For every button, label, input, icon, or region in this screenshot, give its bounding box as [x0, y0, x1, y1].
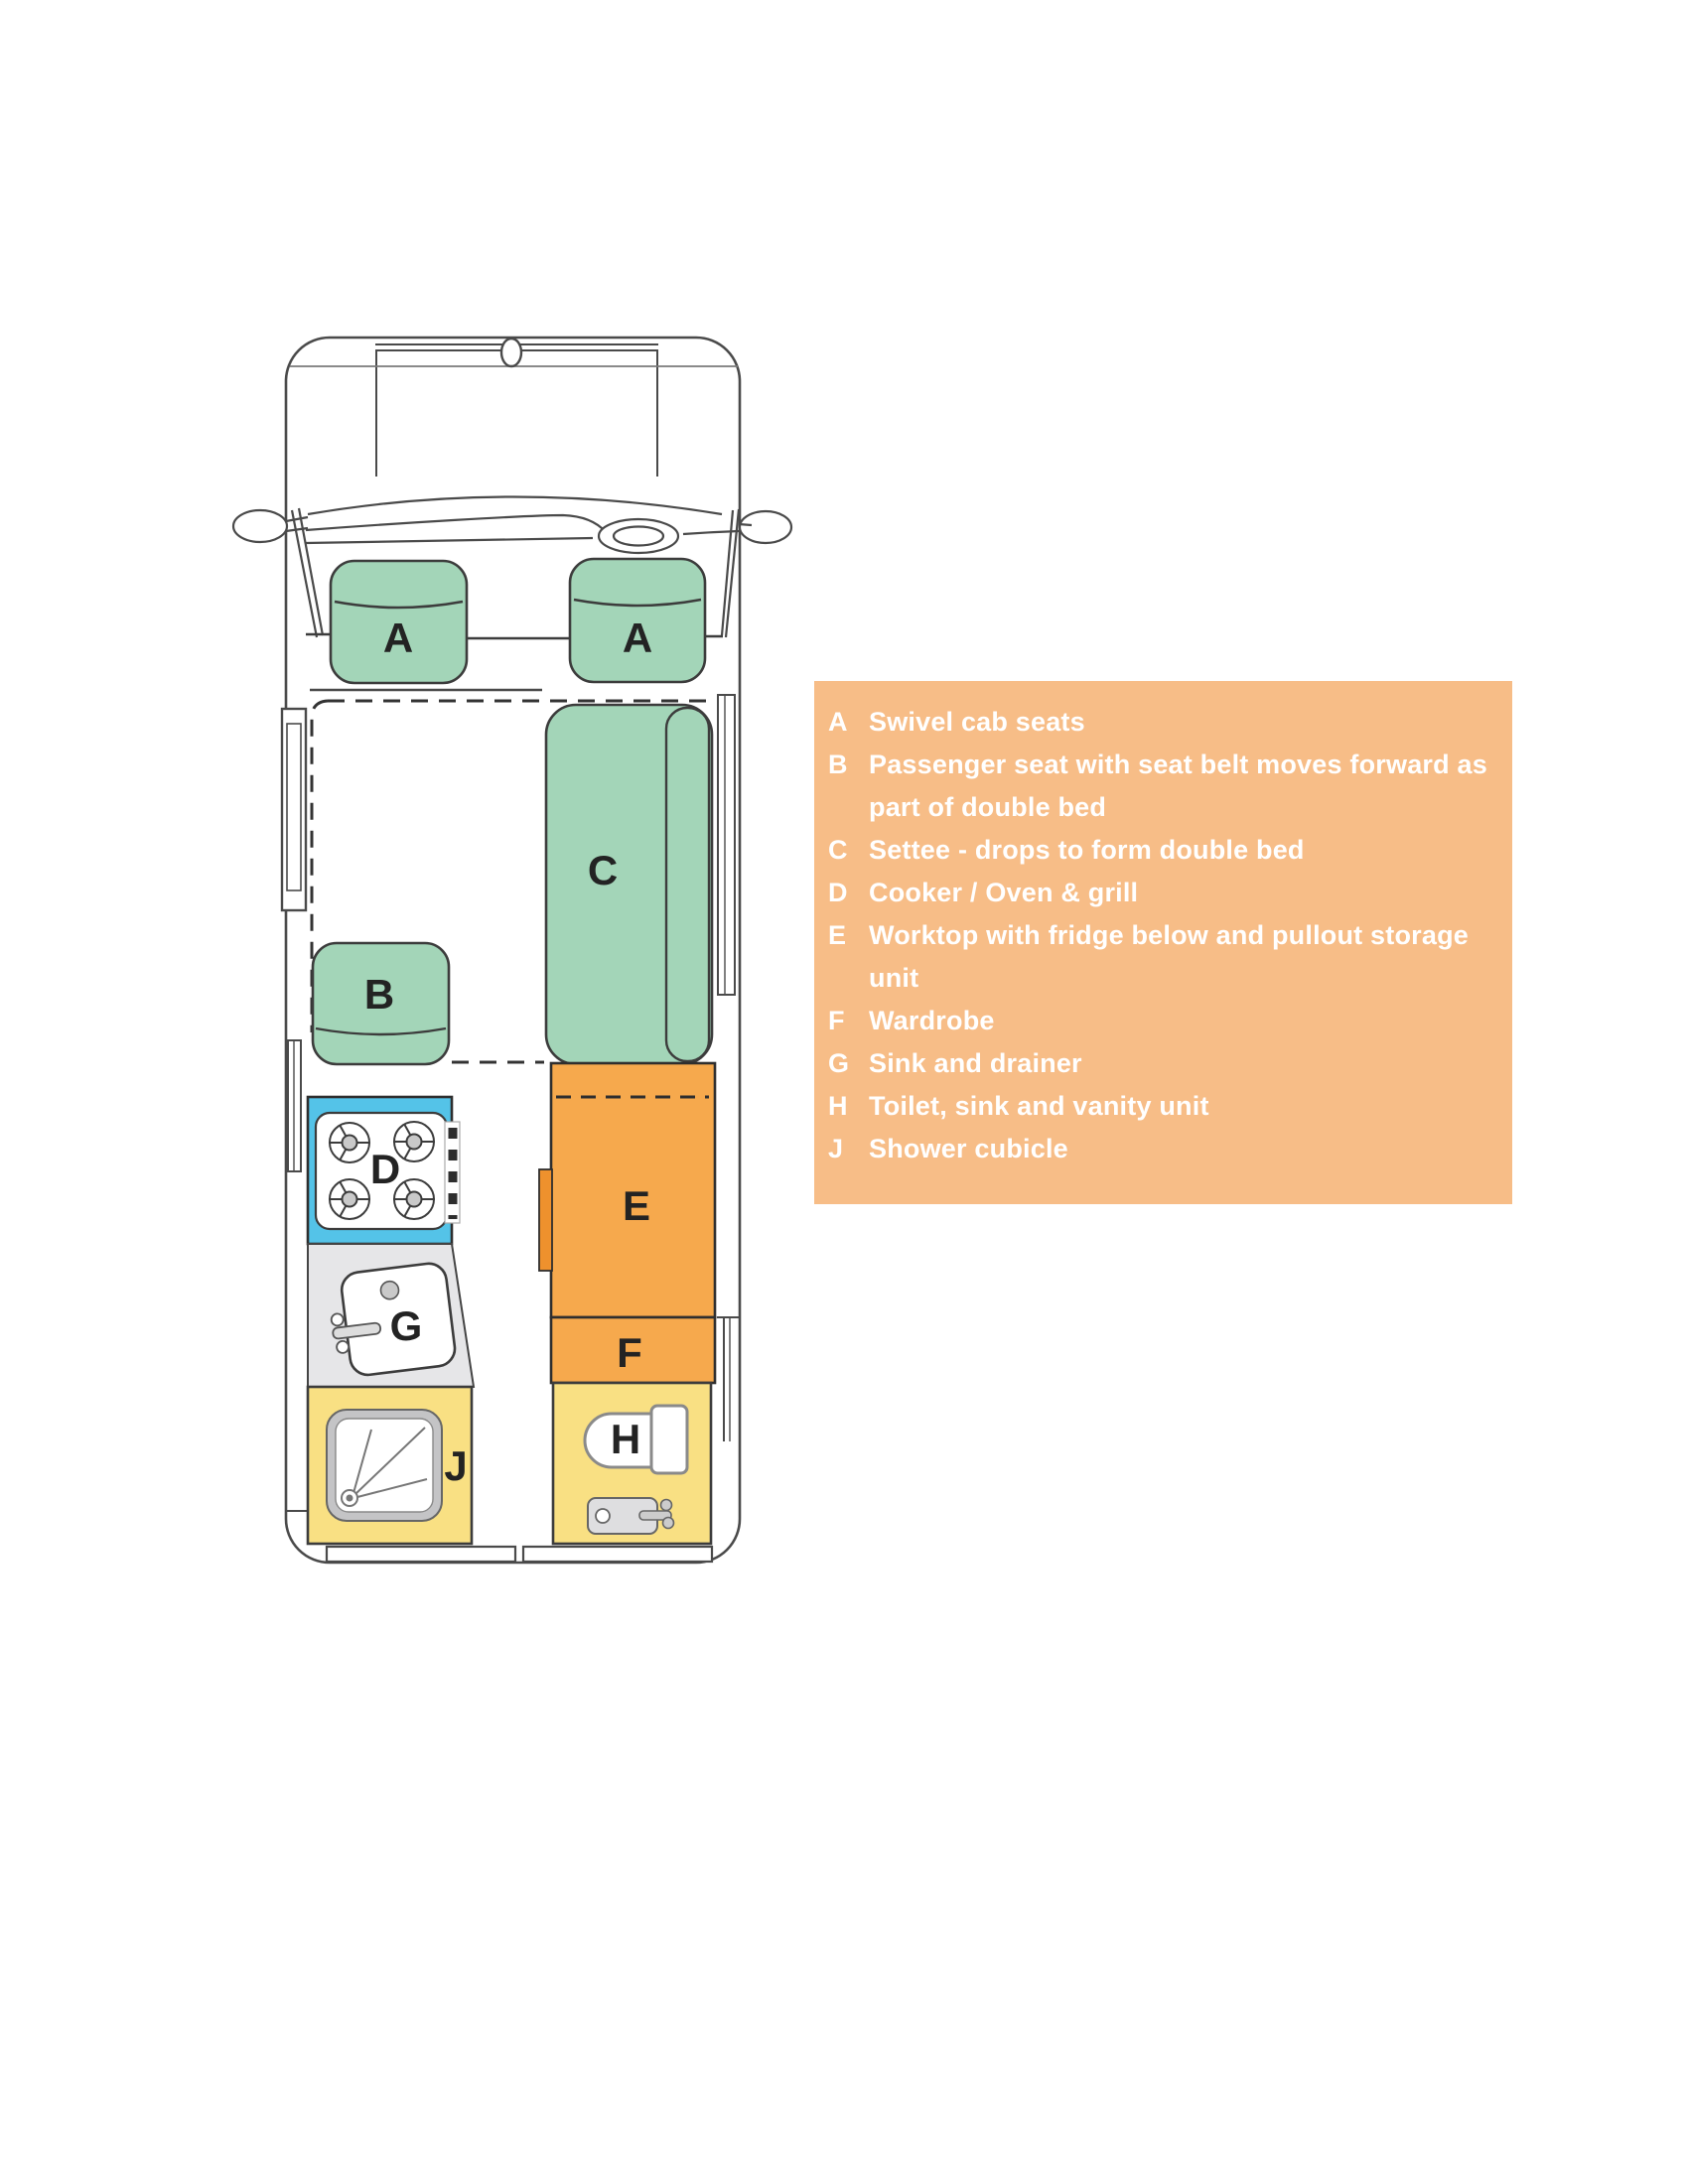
- legend-item-text: Worktop with fridge below and pullout st…: [869, 920, 1469, 993]
- legend-item: C Settee - drops to form double bed: [828, 829, 1494, 872]
- label-cooker: D: [370, 1146, 400, 1192]
- rear-door-right: [521, 1545, 714, 1564]
- sink-tap: [332, 1321, 382, 1340]
- cab-seat-right: [568, 557, 707, 684]
- legend-item-text: Shower cubicle: [869, 1134, 1068, 1163]
- legend-item: D Cooker / Oven & grill: [828, 872, 1494, 914]
- legend-item-letter: J: [828, 1134, 844, 1163]
- legend-item: A Swivel cab seats: [828, 701, 1494, 744]
- legend-item-text: Cooker / Oven & grill: [869, 878, 1139, 907]
- cab-seat-left-headrest: [334, 600, 464, 610]
- legend-item: J Shower cubicle: [828, 1128, 1494, 1170]
- legend-item-letter: E: [828, 920, 847, 950]
- toilet-bowl: [583, 1412, 655, 1469]
- vanity-unit: [587, 1497, 675, 1535]
- sink-drain: [379, 1280, 400, 1300]
- sink-bowl: [340, 1262, 457, 1377]
- burner-icons: [329, 1121, 435, 1220]
- left-mirror-arm: [285, 515, 309, 523]
- cab-seat-right-headrest: [573, 598, 702, 608]
- passenger-seat-headrest: [315, 1026, 447, 1036]
- legend-item-text: Swivel cab seats: [869, 707, 1085, 737]
- legend-item-letter: A: [828, 707, 848, 737]
- left-mirror-arm: [285, 526, 309, 533]
- sliding-door-frame-inner: [286, 723, 302, 891]
- label-sink: G: [390, 1302, 423, 1349]
- settee-backrest: [664, 706, 711, 1063]
- roof-vent-icon: [499, 337, 523, 368]
- label-cab-seat-left: A: [383, 614, 413, 661]
- label-passenger-seat: B: [364, 971, 394, 1018]
- a-pillar-line: [724, 508, 741, 638]
- sink-tap-handle: [330, 1312, 345, 1327]
- a-pillar-line: [297, 507, 325, 636]
- steering-wheel-icon: [612, 525, 665, 547]
- right-mirror-icon: [738, 509, 793, 545]
- legend-item: E Worktop with fridge below and pullout …: [828, 914, 1494, 1000]
- a-pillar-line: [290, 509, 319, 638]
- label-cab-seat-right: A: [623, 614, 652, 661]
- rear-door-left: [325, 1545, 517, 1564]
- legend-item: F Wardrobe: [828, 1000, 1494, 1042]
- legend-item: G Sink and drainer: [828, 1042, 1494, 1085]
- legend-item-text: Sink and drainer: [869, 1048, 1082, 1078]
- legend-item-letter: H: [828, 1091, 848, 1121]
- toilet-cistern: [649, 1404, 689, 1475]
- legend-item: H Toilet, sink and vanity unit: [828, 1085, 1494, 1128]
- cab-seat-left: [329, 559, 469, 685]
- settee: [544, 703, 714, 1066]
- label-settee: C: [588, 847, 618, 893]
- shower-spray-icon: [341, 1427, 428, 1507]
- legend-item-text: Passenger seat with seat belt moves forw…: [869, 750, 1487, 822]
- legend-item-letter: G: [828, 1048, 850, 1078]
- bed-area-dashed-line: [310, 699, 329, 1032]
- left-mirror-icon: [231, 508, 289, 544]
- legend-panel: A Swivel cab seats B Passenger seat with…: [814, 681, 1512, 1204]
- label-shower: J: [444, 1442, 467, 1489]
- legend-item-letter: B: [828, 750, 848, 779]
- legend-item-text: Wardrobe: [869, 1006, 995, 1035]
- pullout-storage-tab: [538, 1168, 553, 1272]
- right-mirror-arm: [738, 522, 753, 527]
- dashboard-line: [305, 513, 607, 533]
- dashboard-line: [682, 529, 740, 536]
- legend-item-letter: C: [828, 835, 848, 865]
- legend-item-letter: F: [828, 1006, 845, 1035]
- dashboard-line: [305, 536, 594, 545]
- label-wardrobe: F: [617, 1329, 642, 1376]
- label-toilet: H: [611, 1416, 640, 1462]
- legend-item: B Passenger seat with seat belt moves fo…: [828, 744, 1494, 829]
- steering-wheel-icon: [597, 517, 680, 555]
- a-pillar-line: [720, 509, 735, 636]
- sink-tap-handle: [336, 1340, 351, 1354]
- legend-item-letter: D: [828, 878, 848, 907]
- right-window-frame: [717, 694, 736, 996]
- windscreen-line: [307, 495, 723, 516]
- legend-item-text: Settee - drops to form double bed: [869, 835, 1305, 865]
- legend-item-text: Toilet, sink and vanity unit: [869, 1091, 1209, 1121]
- label-worktop: E: [623, 1182, 650, 1229]
